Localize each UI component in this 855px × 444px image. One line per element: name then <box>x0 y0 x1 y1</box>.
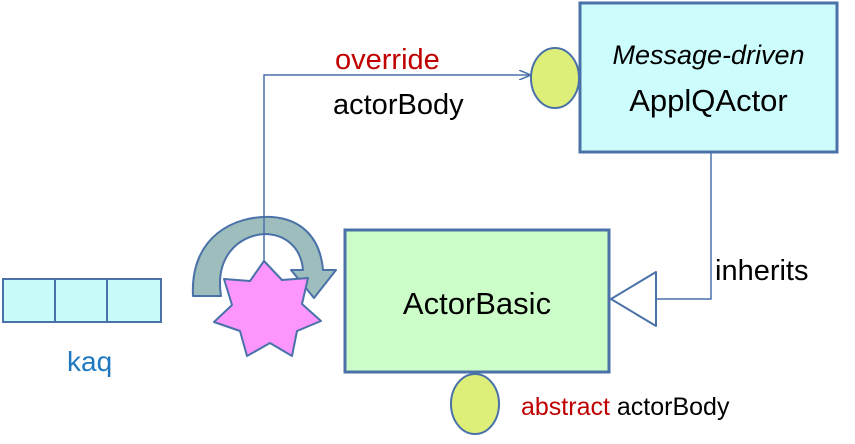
abstract-method: actorBody <box>616 393 730 421</box>
queue-slot <box>106 278 162 323</box>
actor-basic-name: ActorBasic <box>402 286 552 321</box>
queue-slot <box>2 278 56 323</box>
queue-label: kaq <box>67 346 113 377</box>
override-method: actorBody <box>333 89 464 121</box>
inherits-label: inherits <box>715 255 809 287</box>
star-icon <box>213 260 322 357</box>
abstract-label: abstract actorBody <box>521 395 729 420</box>
message-queue <box>2 278 162 323</box>
appl-qactor-box <box>578 1 839 154</box>
port-circle-icon <box>530 47 580 109</box>
abstract-port-circle-icon <box>450 373 500 435</box>
inheritance-triangle-icon <box>610 271 657 327</box>
abstract-keyword: abstract <box>521 393 610 421</box>
appl-actor-name: ApplQActor <box>629 83 788 118</box>
queue-slot <box>54 278 108 323</box>
actor-basic-box <box>343 228 611 374</box>
override-keyword: override <box>335 44 440 76</box>
inheritance-connector <box>656 152 712 300</box>
appl-actor-stereotype: Message-driven <box>612 40 805 70</box>
override-connector <box>263 75 530 261</box>
